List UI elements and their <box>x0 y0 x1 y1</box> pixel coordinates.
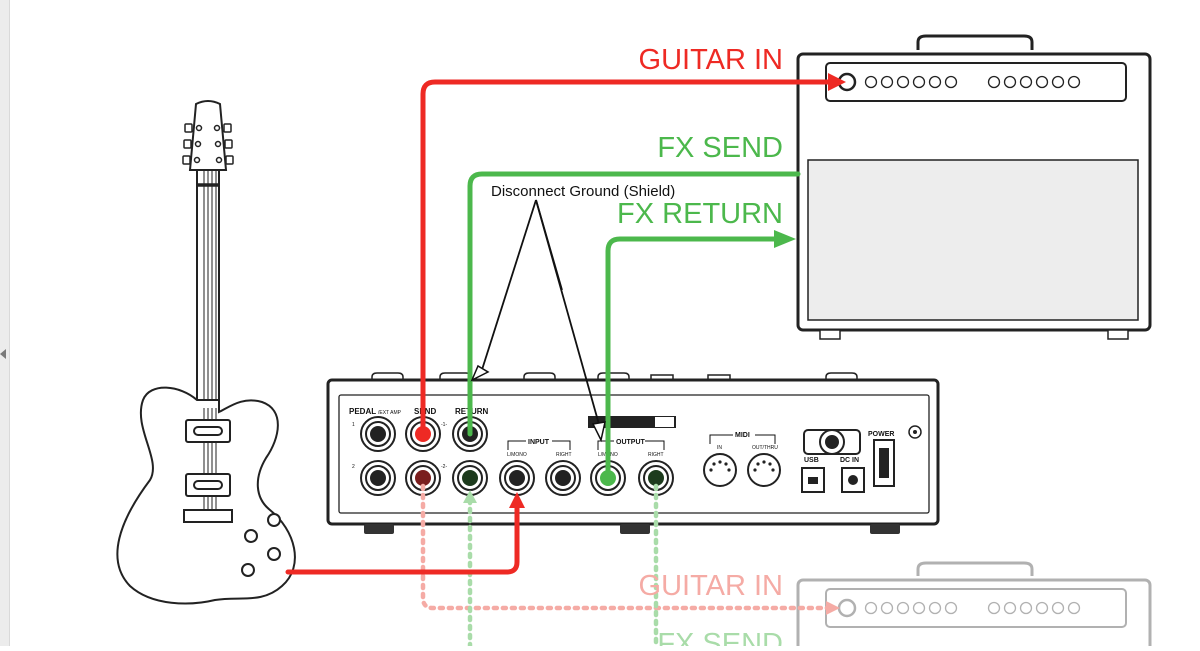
pedal-jack-2 <box>360 460 396 496</box>
midi-label: MIDI <box>735 432 750 439</box>
usb-label: USB <box>804 457 819 464</box>
fx-send-cable <box>467 171 801 437</box>
ground-lift-screw-icon <box>803 429 861 455</box>
midi-thru-port <box>747 453 781 487</box>
fx-send-label: FX SEND <box>657 132 783 164</box>
jack-num-1: -1- <box>441 422 447 428</box>
ground-arrow-output-icon <box>591 421 606 443</box>
dc-in-label: DC IN <box>840 457 859 464</box>
power-label: POWER <box>868 431 894 438</box>
amplifier-icon <box>796 34 1152 340</box>
ghost-red-arrow-icon <box>826 601 840 615</box>
input-arrow-icon <box>509 492 525 508</box>
guitar-in-arrow-icon <box>828 73 846 91</box>
ghost-fx-send-label: FX SEND <box>657 628 783 646</box>
output-label: OUTPUT <box>616 439 646 446</box>
ghost-red-cable <box>420 483 831 611</box>
left-scroll-strip <box>0 0 10 646</box>
fx-return-arrow-icon <box>774 230 796 248</box>
input-label: INPUT <box>528 439 550 446</box>
line6-multi-effects-unit: PEDAL /EXT AMP SEND RETURN INPUT OUTPUT … <box>326 372 940 534</box>
return-jack-2 <box>452 460 488 496</box>
jack-num-2: -2- <box>441 464 447 470</box>
disconnect-ground-label: Disconnect Ground (Shield) <box>491 183 675 200</box>
ghost-guitar-in-label: GUITAR IN <box>639 570 783 602</box>
pedal-num-2: 2 <box>352 464 355 470</box>
ghost-green-arrow-icon <box>463 490 477 503</box>
ghost-amplifier-icon <box>796 561 1152 651</box>
guitar-in-cable <box>420 79 831 437</box>
input-jack-right <box>545 460 581 496</box>
ground-arrow-return-icon <box>470 364 490 382</box>
midi-thru-label: OUT/THRU <box>752 445 778 451</box>
output-right-label: RIGHT <box>648 452 664 458</box>
pedal-num-1: 1 <box>352 422 355 428</box>
midi-in-port <box>703 453 737 487</box>
pedal-jack-1 <box>360 416 396 452</box>
output-jack-right <box>638 460 674 496</box>
guitar-in-label: GUITAR IN <box>639 44 783 76</box>
fx-return-label: FX RETURN <box>617 198 783 230</box>
midi-in-label: IN <box>717 445 722 451</box>
input-lmono-label: L/MONO <box>507 452 527 458</box>
input-right-label: RIGHT <box>556 452 572 458</box>
scroll-left-arrow-icon[interactable] <box>0 349 6 359</box>
fx-return-cable <box>605 236 781 481</box>
guitar-to-input-cable <box>285 502 520 575</box>
electric-guitar-icon <box>116 100 296 605</box>
ext-amp-label: /EXT AMP <box>378 410 402 416</box>
input-jack-lmono <box>499 460 535 496</box>
pedal-label: PEDAL <box>349 407 376 416</box>
disconnect-ground-pointers <box>479 199 601 429</box>
